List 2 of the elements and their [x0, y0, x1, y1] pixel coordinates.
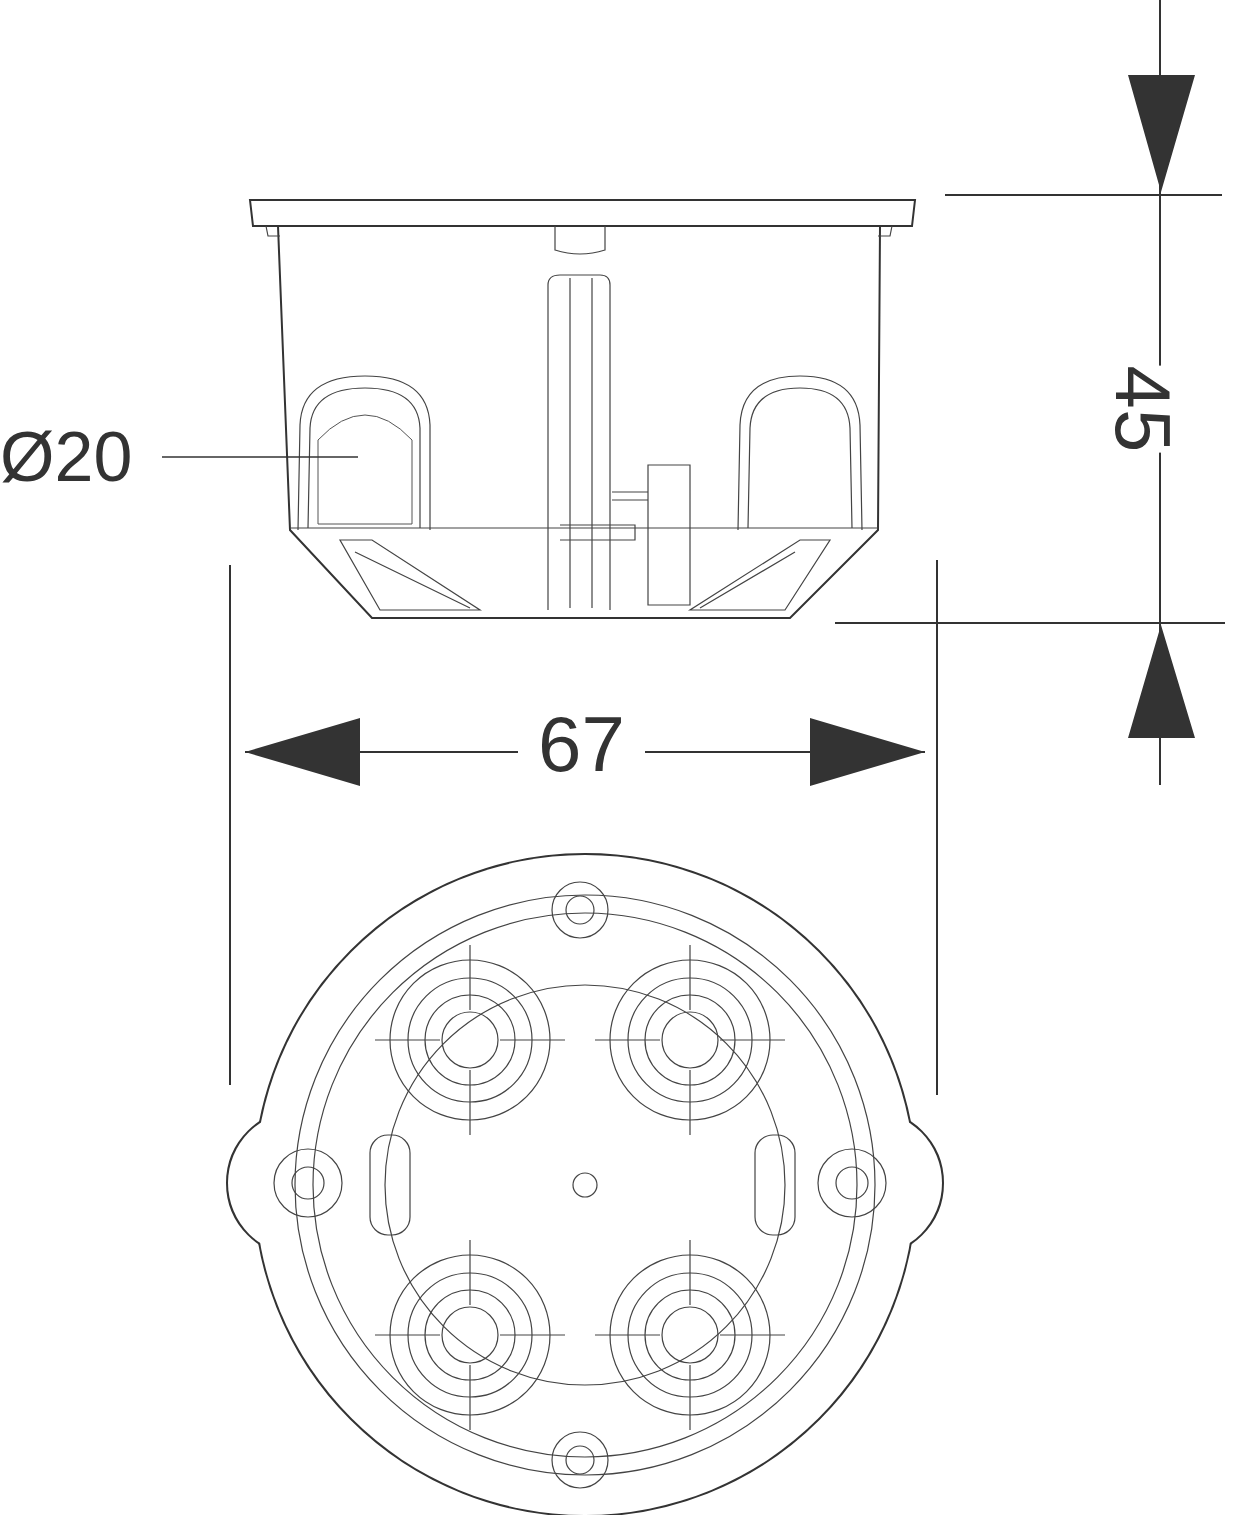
knockout-opening [317, 414, 413, 525]
leader-line [161, 456, 359, 458]
